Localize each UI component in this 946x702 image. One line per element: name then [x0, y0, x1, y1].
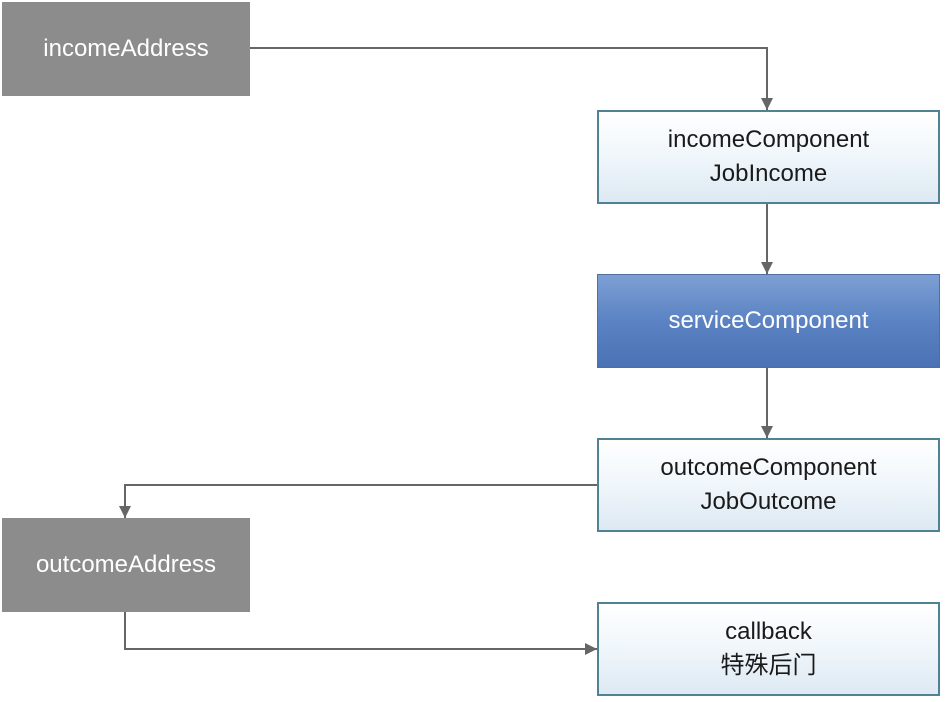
callback-node: callback 特殊后门 — [597, 602, 940, 696]
income-address-node: incomeAddress — [2, 2, 250, 96]
outcome-address-node: outcomeAddress — [2, 518, 250, 612]
service-component-node: serviceComponent — [597, 274, 940, 368]
income-component-sublabel: JobIncome — [709, 160, 828, 187]
edge-outcome-address-to-callback — [124, 612, 597, 655]
income-component-label: incomeComponent — [667, 126, 870, 153]
outcome-address-label: outcomeAddress — [35, 551, 217, 578]
income-component-node: incomeComponent JobIncome — [597, 110, 940, 204]
outcome-component-sublabel: JobOutcome — [700, 488, 837, 515]
callback-sublabel: 特殊后门 — [720, 652, 817, 679]
service-component-label: serviceComponent — [668, 307, 869, 334]
income-address-label: incomeAddress — [43, 35, 209, 62]
callback-label: callback — [725, 618, 812, 645]
outcome-component-node: outcomeComponent JobOutcome — [597, 438, 940, 532]
outcome-component-label: outcomeComponent — [660, 454, 877, 481]
edge-outcome-component-to-outcome-address — [119, 484, 597, 518]
edge-income-address-to-income-component — [250, 47, 773, 110]
